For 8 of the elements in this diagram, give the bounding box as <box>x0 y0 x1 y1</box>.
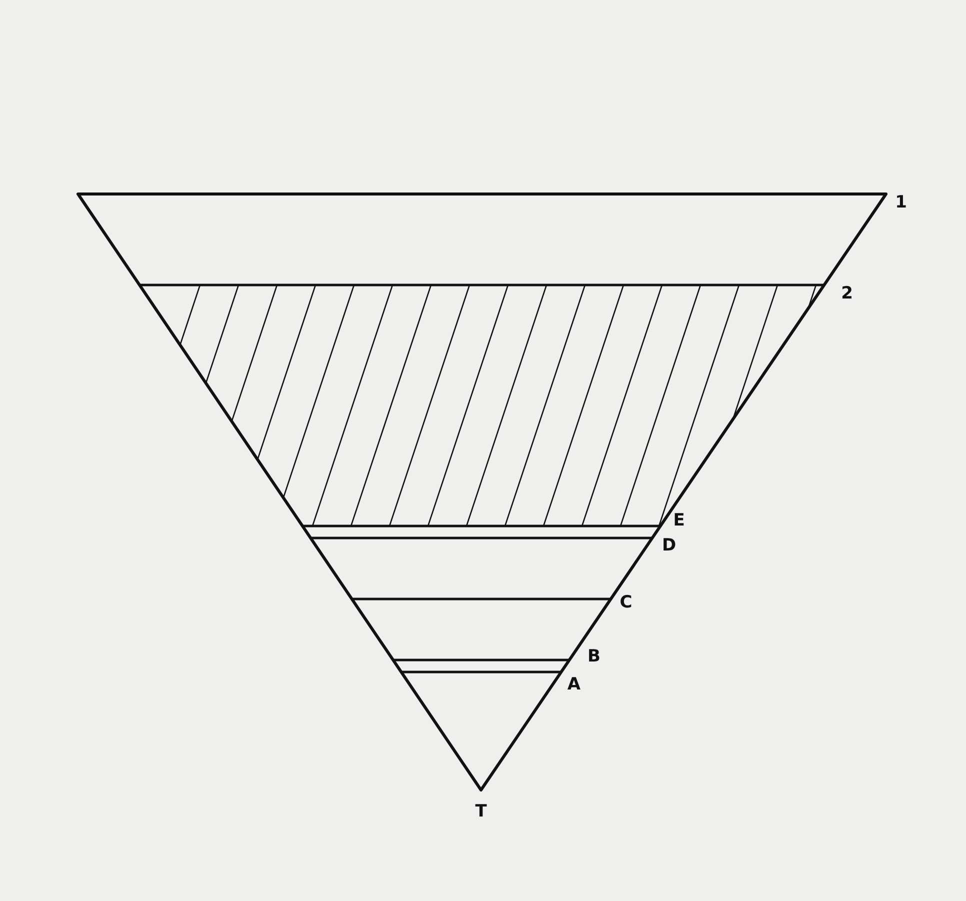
point-label: T <box>475 804 487 820</box>
point-label: B <box>588 648 600 666</box>
point-label: A <box>567 676 581 694</box>
point-label: E <box>673 512 685 530</box>
point-label: 2 <box>841 286 853 302</box>
point-label: 1 <box>895 194 907 212</box>
point-label: C <box>620 594 632 612</box>
point-label: D <box>662 538 676 554</box>
